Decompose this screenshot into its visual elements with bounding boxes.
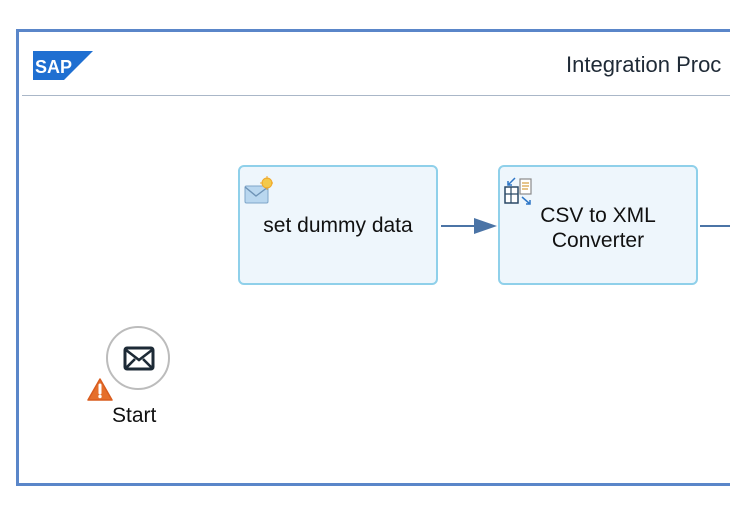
start-message-event[interactable] (106, 326, 170, 390)
envelope-icon (123, 346, 155, 371)
start-event-label: Start (112, 404, 157, 427)
csv-to-xml-converter-icon (504, 177, 532, 205)
sequence-flow-arrowhead (474, 218, 497, 234)
pool-header: SAP Integration Proc (22, 32, 730, 96)
warning-icon[interactable] (87, 378, 113, 401)
task-label: CSV to XML Converter (500, 203, 696, 253)
task-csv-to-xml-converter[interactable]: CSV to XML Converter (498, 165, 698, 285)
sap-logo-icon: SAP (33, 51, 93, 80)
pool-title: Integration Proc (566, 52, 722, 77)
task-label-line2: Converter (551, 229, 645, 252)
task-label-line1: CSV to XML (540, 204, 656, 227)
task-set-dummy-data[interactable]: set dummy data (238, 165, 438, 285)
sap-logo-text: SAP (35, 57, 72, 77)
task-label: set dummy data (263, 214, 413, 237)
content-modifier-icon (244, 176, 273, 204)
